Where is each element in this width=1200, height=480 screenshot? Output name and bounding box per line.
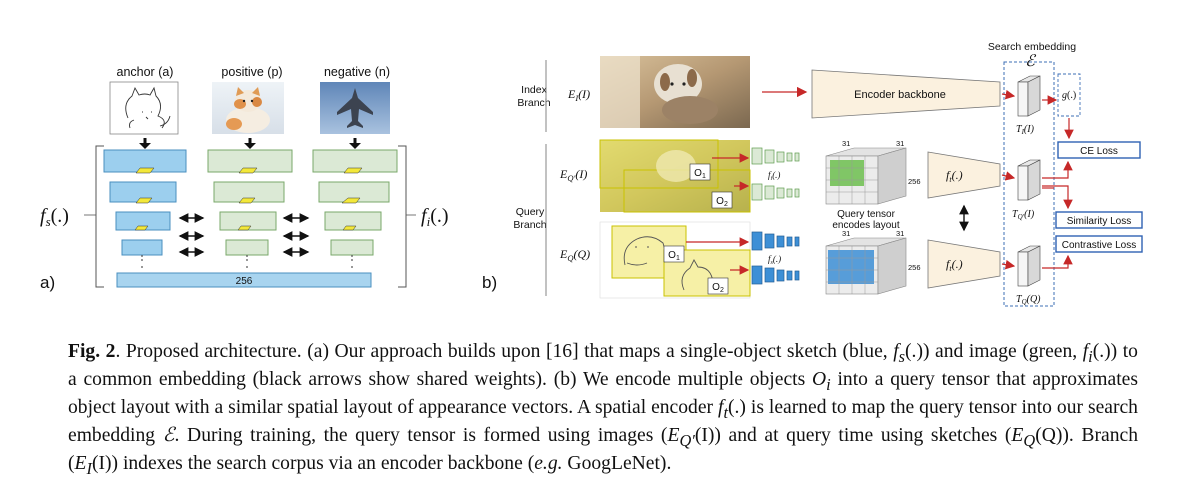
loss-arrows — [1042, 95, 1074, 269]
caption-text-7: ) and at query time using sketches ( — [714, 424, 1012, 446]
caption-math-fs-args: (.) — [905, 341, 923, 362]
caption-math-eqp: EQ′ — [667, 424, 695, 450]
embedding-tq — [1017, 245, 1041, 287]
grid-dim-b-bottom: 31 — [896, 229, 904, 238]
anchor-sketch-image — [109, 81, 179, 135]
o1-label-box — [689, 163, 711, 181]
bracket-left — [95, 145, 104, 288]
caption-math-fi-args: (.) — [1092, 341, 1111, 362]
grid-dim-b-top: 31 — [896, 139, 904, 148]
tq-prime-label: TQ′(I) — [1012, 209, 1035, 221]
negative-network — [312, 149, 398, 268]
panel-a: a) anchor (a) positive (p) negative (n) — [40, 65, 449, 292]
caption-text-5: is learned to map the query tensor into … — [68, 396, 1138, 446]
caption-eg: e.g. — [534, 452, 563, 474]
tq-label: TQ(Q) — [1016, 294, 1041, 306]
figure-caption: Fig. 2. Proposed architecture. (a) Our a… — [68, 340, 1138, 480]
caption-math-eqp-args: (I) — [694, 424, 715, 446]
positive-cat-photo — [212, 82, 284, 134]
bracket-right — [398, 145, 407, 288]
ft-encoder-bottom — [927, 239, 1001, 289]
grid-dim-a-bottom: 31 — [842, 229, 850, 238]
contrastive-loss-label: Contrastive Loss — [1062, 240, 1136, 251]
col-label-anchor: anchor (a) — [117, 65, 174, 79]
query-tensor-green — [825, 147, 907, 205]
g-box — [1057, 73, 1081, 117]
caption-math-fs: fs — [893, 341, 906, 366]
caption-math-eq-args: (Q) — [1035, 424, 1063, 446]
caption-math-eq: EQ — [1011, 424, 1036, 450]
caption-math-ft: ft — [718, 396, 728, 422]
fi-label: fi(.) — [421, 205, 449, 229]
encoder-backbone — [811, 69, 1001, 119]
caption-text-10: GoogLeNet). — [562, 452, 672, 474]
col-label-positive: positive (p) — [221, 65, 282, 79]
caption-text-1: . Proposed architecture. (a) Our approac… — [115, 341, 894, 362]
caption-text-9: ) indexes the search corpus via an encod… — [111, 452, 535, 474]
caption-text-2: ) and image (green, — [922, 341, 1083, 362]
search-embedding-label: Search embedding — [988, 41, 1076, 53]
ft-label-top: ft(.) — [946, 168, 963, 184]
panel-b-label: b) — [482, 273, 497, 292]
encoder-backbone-label: Encoder backbone — [854, 89, 946, 101]
caption-math-fi: fi — [1082, 341, 1093, 366]
embedding-ti — [1017, 75, 1041, 117]
ft-label-bottom: ft(.) — [946, 257, 963, 273]
caption-math-oi: Oi — [812, 368, 831, 394]
index-photo — [600, 56, 750, 128]
o2-sketch-label-box — [707, 277, 729, 295]
ce-loss-label: CE Loss — [1080, 146, 1118, 157]
query-tensor-blue — [825, 237, 907, 295]
o1-sketch-label-box — [663, 245, 685, 263]
eq-label: EQ(Q) — [559, 247, 590, 263]
caption-math-ei: EI — [74, 452, 92, 478]
ce-loss-box — [1057, 141, 1141, 159]
embedding-bar — [116, 272, 372, 288]
fs-small-label: fs(.) — [768, 254, 781, 266]
fs-label: fs(.) — [40, 205, 69, 229]
search-embedding-box — [1003, 61, 1055, 307]
ft-encoder-top — [927, 151, 1001, 199]
negative-jet-photo — [320, 82, 390, 134]
caption-math-ei-args: (I) — [91, 452, 112, 474]
o2-label-box — [711, 191, 733, 209]
fi-small-label: fi(.) — [768, 170, 780, 182]
caption-math-ft-args: (.) — [728, 396, 746, 418]
positive-network — [207, 149, 293, 268]
caption-label: Fig. 2 — [68, 341, 116, 362]
caption-text-4: into a query tensor that approximates ob… — [68, 368, 1138, 418]
grid-dim-c-bottom: 256 — [908, 263, 921, 272]
o2-label: O2 — [716, 196, 728, 208]
contrastive-loss-box — [1055, 235, 1143, 253]
grid-dim-a-top: 31 — [842, 139, 850, 148]
g-label: g(.) — [1062, 90, 1076, 101]
small-encoder-green — [751, 147, 800, 201]
shared-weight-arrows — [178, 213, 310, 257]
caption-text-6: . During training, the query tensor is f… — [174, 424, 668, 446]
o1-label: O1 — [694, 168, 706, 180]
similarity-loss-label: Similarity Loss — [1067, 216, 1131, 227]
caption-text-8: ). Branch ( — [68, 424, 1139, 474]
sketch-network — [103, 149, 187, 268]
grid-dim-c-top: 256 — [908, 177, 921, 186]
embedding-dim-label: 256 — [236, 276, 253, 287]
similarity-loss-box — [1055, 211, 1143, 229]
ei-label: EI(I) — [567, 87, 590, 103]
ti-label: TI(I) — [1016, 124, 1035, 136]
eq-prime-label: EQ′(I) — [559, 167, 587, 183]
col-label-negative: negative (n) — [324, 65, 390, 79]
o1-sketch-label: O1 — [668, 250, 680, 262]
embedding-tq-prime — [1017, 159, 1041, 201]
o2-sketch-label: O2 — [712, 282, 724, 294]
caption-math-e: ℰ — [162, 424, 175, 446]
panel-a-label: a) — [40, 273, 55, 292]
small-encoder-blue — [751, 231, 800, 285]
caption-text-3: ) to a common embedding (black arrows sh… — [68, 341, 1138, 390]
